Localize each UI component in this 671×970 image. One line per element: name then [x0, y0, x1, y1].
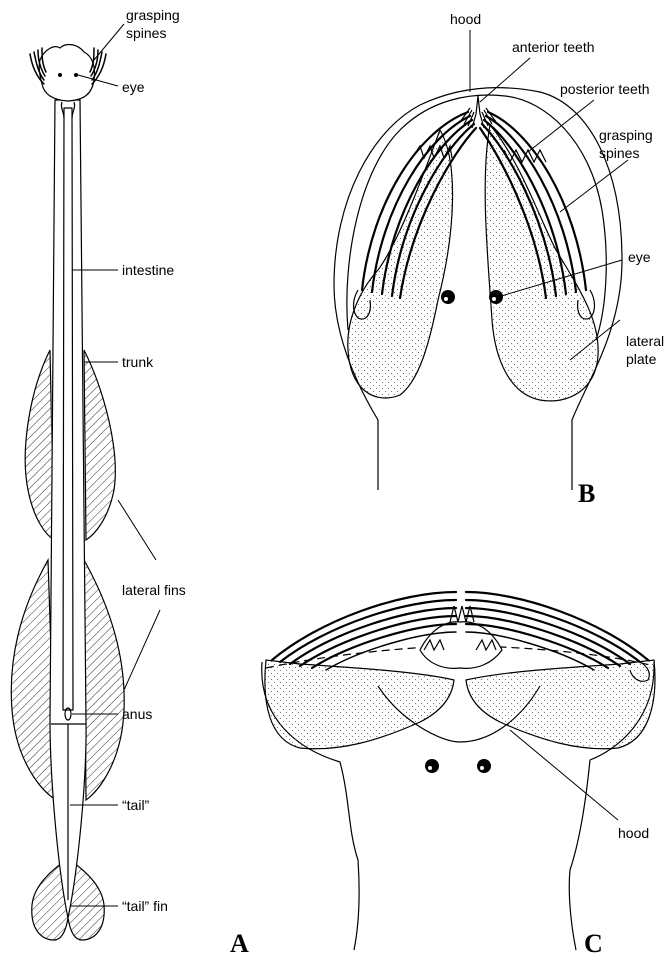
label-anus: anus [122, 706, 152, 722]
eyes-b [441, 290, 503, 304]
panel-letter-c: C [584, 929, 603, 958]
leader-lateral-fin-2 [124, 610, 160, 690]
panel-a: grasping spines eye intestine trunk late… [11, 7, 249, 958]
label-hood-c: hood [618, 825, 649, 841]
eye-left [58, 73, 62, 77]
posterior-lateral-fin-right [84, 560, 124, 800]
label-anterior-teeth: anterior teeth [512, 39, 595, 55]
panel-b: hood anterior teeth posterior teeth gras… [334, 11, 664, 508]
label-grasping-spines-b-line1: grasping [599, 127, 653, 143]
anterior-lateral-fin-right [84, 350, 115, 540]
posterior-lateral-fin-left [11, 560, 56, 800]
head [39, 45, 94, 101]
panel-c: hood C [262, 592, 655, 958]
anterior-lateral-fin-left [25, 350, 54, 540]
label-tail: “tail” [122, 797, 150, 813]
label-lateral-fins: lateral fins [122, 582, 186, 598]
label-grasping-spines-b-line2: spines [599, 145, 639, 161]
panel-letter-b: B [578, 479, 595, 508]
lateral-plate-c-right [466, 660, 655, 749]
label-tail-fin: “tail” fin [122, 898, 168, 914]
label-grasping-spines-a-line1: grasping [126, 7, 180, 23]
label-eye-b: eye [628, 249, 651, 265]
eyes-c [425, 759, 491, 773]
leader-lateral-fin-1 [118, 500, 156, 560]
label-lateral-plate-line1: lateral [626, 333, 664, 349]
eye-b-left [441, 290, 455, 304]
label-intestine: intestine [122, 262, 174, 278]
label-eye-a: eye [122, 79, 145, 95]
label-grasping-spines-a-line2: spines [126, 25, 166, 41]
leader-posterior-teeth [528, 100, 594, 152]
label-lateral-plate-line2: plate [626, 351, 657, 367]
label-posterior-teeth: posterior teeth [560, 81, 650, 97]
panel-letter-a: A [230, 929, 249, 958]
label-hood-b: hood [450, 11, 481, 27]
label-trunk: trunk [122, 354, 154, 370]
lateral-plate-c-left [265, 660, 454, 749]
leader-grasping-spines-a [94, 24, 124, 60]
eye-b-right [489, 290, 503, 304]
eye-right [74, 73, 78, 77]
